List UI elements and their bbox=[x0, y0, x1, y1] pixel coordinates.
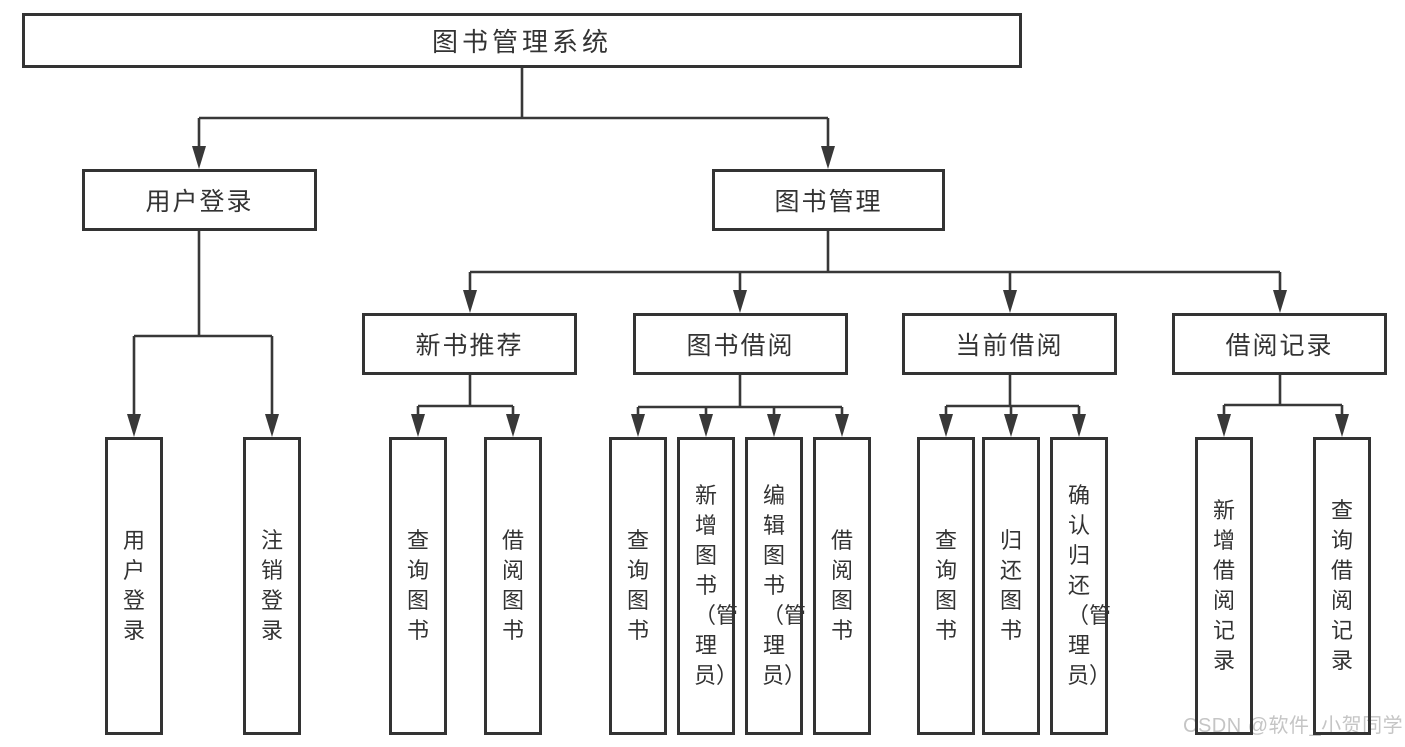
leaf-bb-borrow-book: 借阅图书 bbox=[813, 437, 871, 735]
leaf-label: 编辑图书（管理员） bbox=[762, 483, 807, 688]
leaf-label: 查询借阅记录 bbox=[1330, 498, 1353, 673]
leaf-cb-confirm-return-admin: 确认归还（管理员） bbox=[1050, 437, 1112, 735]
leaf-label: 确认归还（管理员） bbox=[1067, 483, 1112, 688]
leaf-label: 新增借阅记录 bbox=[1212, 498, 1235, 673]
csdn-watermark: CSDN @软件_小贺同学 bbox=[1183, 715, 1404, 737]
leaf-label: 查询图书 bbox=[934, 528, 957, 643]
node-new-book-recommend: 新书推荐 bbox=[362, 313, 577, 375]
leaf-nbr-borrow-book: 借阅图书 bbox=[484, 437, 542, 735]
leaf-bb-edit-book-admin: 编辑图书（管理员） bbox=[745, 437, 807, 735]
leaf-label: 归还图书 bbox=[999, 528, 1022, 643]
node-label: 用户登录 bbox=[145, 188, 254, 216]
leaf-nbr-query-book: 查询图书 bbox=[389, 437, 447, 735]
node-book-borrow: 图书借阅 bbox=[633, 313, 848, 375]
leaf-logout-login: 注销登录 bbox=[243, 437, 301, 735]
leaf-label: 查询图书 bbox=[406, 528, 429, 643]
leaf-label: 注销登录 bbox=[260, 528, 283, 643]
leaf-br-query-borrow-record: 查询借阅记录 bbox=[1313, 437, 1371, 735]
leaf-cb-return-book: 归还图书 bbox=[982, 437, 1040, 735]
leaf-label: 新增图书（管理员） bbox=[694, 483, 739, 688]
leaf-user-login: 用户登录 bbox=[105, 437, 163, 735]
leaf-cb-query-book: 查询图书 bbox=[917, 437, 975, 735]
node-user-login: 用户登录 bbox=[82, 169, 317, 231]
leaf-bb-query-book: 查询图书 bbox=[609, 437, 667, 735]
leaf-label: 查询图书 bbox=[626, 528, 649, 643]
node-book-management: 图书管理 bbox=[712, 169, 945, 231]
leaf-label: 借阅图书 bbox=[830, 528, 853, 643]
node-label: 图书管理 bbox=[774, 188, 883, 216]
node-library-management-system: 图书管理系统 bbox=[22, 13, 1022, 68]
leaf-label: 用户登录 bbox=[122, 528, 145, 643]
leaf-label: 借阅图书 bbox=[501, 528, 524, 643]
node-borrow-record: 借阅记录 bbox=[1172, 313, 1387, 375]
node-label: 图书管理系统 bbox=[431, 27, 612, 57]
node-label: 借阅记录 bbox=[1225, 332, 1334, 360]
leaf-bb-add-book-admin: 新增图书（管理员） bbox=[677, 437, 739, 735]
node-current-borrow: 当前借阅 bbox=[902, 313, 1117, 375]
node-label: 当前借阅 bbox=[955, 332, 1064, 360]
node-label: 新书推荐 bbox=[415, 332, 524, 360]
node-label: 图书借阅 bbox=[686, 332, 795, 360]
leaf-br-add-borrow-record: 新增借阅记录 bbox=[1195, 437, 1253, 735]
